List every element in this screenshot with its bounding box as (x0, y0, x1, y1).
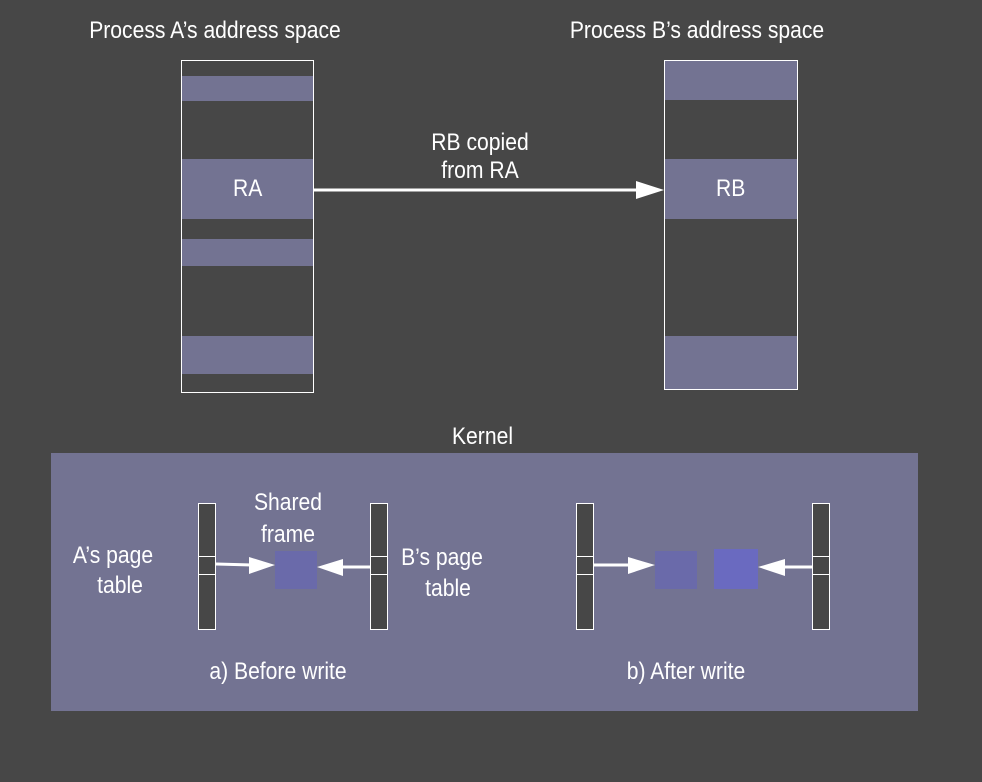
process-b-region (665, 336, 797, 389)
shared-frame (275, 551, 317, 589)
kernel-box (51, 453, 918, 711)
process-a-title: Process A’s address space (89, 17, 341, 44)
process-a-region-ra: RA (182, 159, 313, 219)
a-to-shared-arrow (215, 557, 275, 574)
b-page-table-before (370, 503, 388, 630)
a-page-table-before (198, 503, 216, 630)
b-to-shared-arrow (317, 559, 370, 576)
process-b-region (665, 61, 797, 100)
ra-label: RA (232, 175, 263, 202)
a-page-table-label-line2: table (97, 572, 143, 599)
process-b-address-space: RB (664, 60, 798, 390)
b-to-frame-after-arrow (758, 559, 812, 576)
process-a-region (182, 76, 313, 101)
process-b-title: Process B’s address space (569, 17, 825, 44)
b-page-table-label-line2: table (425, 575, 471, 602)
a-frame-after (655, 551, 697, 589)
copy-arrow-label-line2: from RA (441, 157, 519, 184)
process-a-address-space: RA (181, 60, 314, 393)
a-page-table-after (576, 503, 594, 630)
process-a-region (182, 239, 313, 266)
shared-frame-label-line2: frame (260, 521, 315, 548)
kernel-title: Kernel (451, 423, 514, 450)
after-write-caption: b) After write (626, 658, 746, 685)
before-write-caption: a) Before write (209, 658, 347, 685)
b-page-table-after (812, 503, 830, 630)
copy-arrow (314, 181, 664, 199)
process-a-region (182, 336, 313, 374)
b-page-table-label-line1: B’s page (401, 544, 483, 571)
a-page-table-label-line1: A’s page (72, 542, 154, 569)
copy-arrow-label-line1: RB copied (431, 129, 529, 156)
process-b-region-rb: RB (665, 159, 797, 219)
rb-label: RB (716, 175, 746, 202)
b-frame-after (714, 549, 758, 589)
a-to-frame-after-arrow (594, 557, 655, 574)
shared-frame-label-line1: Shared (253, 489, 323, 516)
